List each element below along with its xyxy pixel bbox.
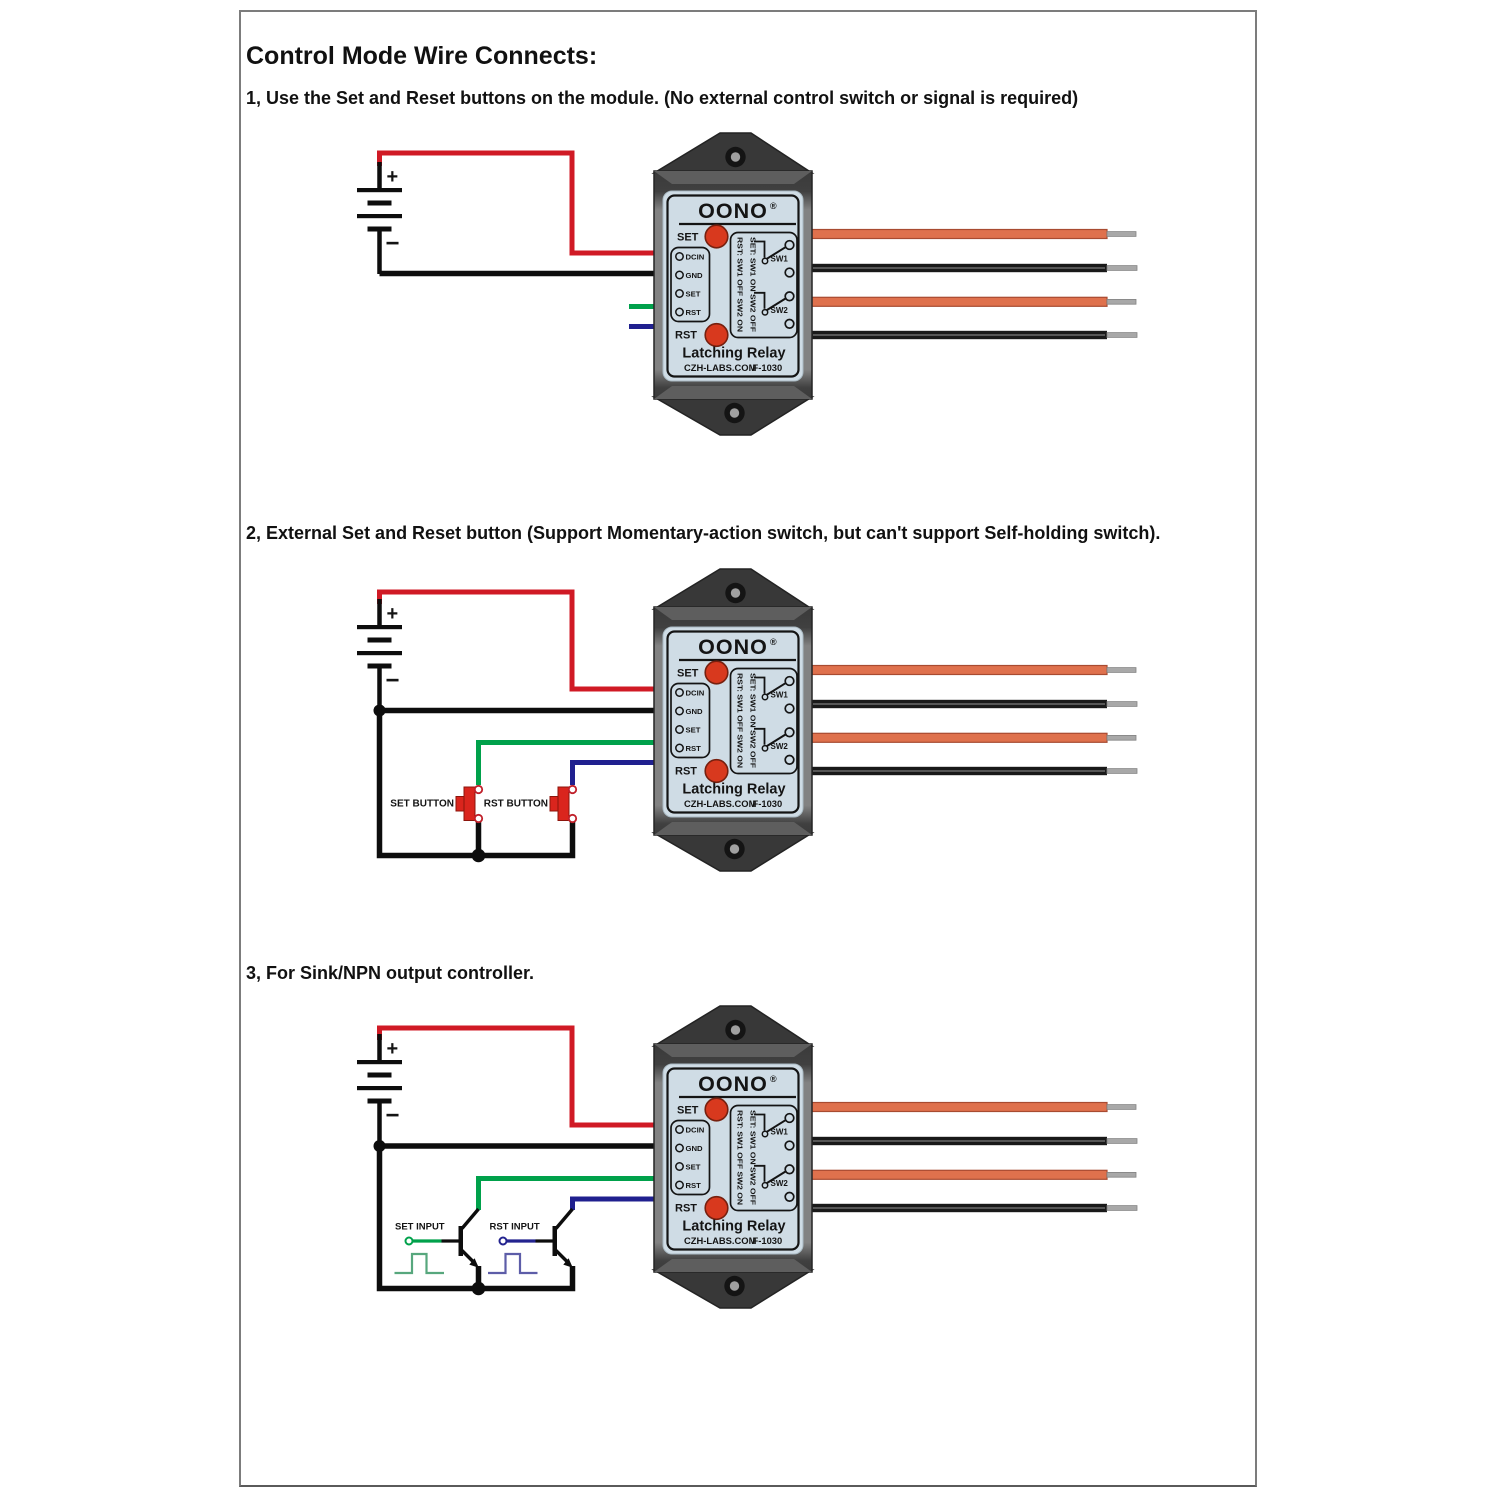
rst-input-caption: RST INPUT	[490, 1222, 540, 1233]
button-terminal-icon	[473, 784, 484, 795]
rst-input-terminal-icon	[498, 1236, 508, 1246]
battery-3	[357, 1034, 402, 1146]
wire-blue-rst	[570, 1196, 660, 1210]
set-npn-transistor-icon: SET INPUT	[394, 1207, 480, 1275]
button-terminal-icon	[567, 813, 578, 824]
wire-red-positive	[377, 150, 660, 256]
section-3-caption: 3, For Sink/NPN output controller.	[246, 963, 535, 983]
set-pulse-waveform-icon	[394, 1252, 444, 1275]
figure-border	[239, 10, 1257, 1487]
emitter-arrow-icon	[469, 1258, 479, 1268]
wire-green-set	[476, 1176, 660, 1210]
relay-module-2	[652, 567, 1139, 873]
junction-dot	[471, 1281, 486, 1296]
section-2-caption: 2, External Set and Reset button (Suppor…	[246, 523, 1161, 543]
diagram-3-npn-controller: SET INPUT RST INPUT	[357, 1025, 660, 1296]
junction-dot	[471, 848, 486, 863]
set-input-terminal-icon	[404, 1236, 414, 1246]
button-terminal-icon	[567, 784, 578, 795]
diagram-2-external-buttons: SET BUTTON RST BUTTON	[357, 589, 660, 863]
wire-red-positive	[377, 589, 660, 692]
page-title: Control Mode Wire Connects:	[246, 42, 598, 70]
relay-module-1	[652, 131, 1139, 437]
set-input-caption: SET INPUT	[395, 1222, 445, 1233]
button-terminal-icon	[473, 813, 484, 824]
battery-1	[357, 162, 402, 274]
relay-module-3	[652, 1004, 1139, 1310]
emitter-arrow-icon	[563, 1258, 573, 1268]
wire-blue-rst	[570, 760, 660, 785]
rst-pulse-waveform-icon	[488, 1252, 538, 1275]
wire-red-positive	[377, 1025, 660, 1128]
section-1-caption: 1, Use the Set and Reset buttons on the …	[246, 88, 1079, 108]
rst-npn-transistor-icon: RST INPUT	[488, 1207, 574, 1275]
set-button-caption: SET BUTTON	[390, 799, 454, 810]
set-momentary-button: SET BUTTON	[390, 784, 484, 824]
rst-button-caption: RST BUTTON	[484, 799, 548, 810]
battery-2	[357, 599, 402, 711]
wire-green-set	[476, 740, 660, 785]
rst-momentary-button: RST BUTTON	[484, 784, 578, 824]
diagram-1-onboard-buttons	[357, 150, 660, 329]
